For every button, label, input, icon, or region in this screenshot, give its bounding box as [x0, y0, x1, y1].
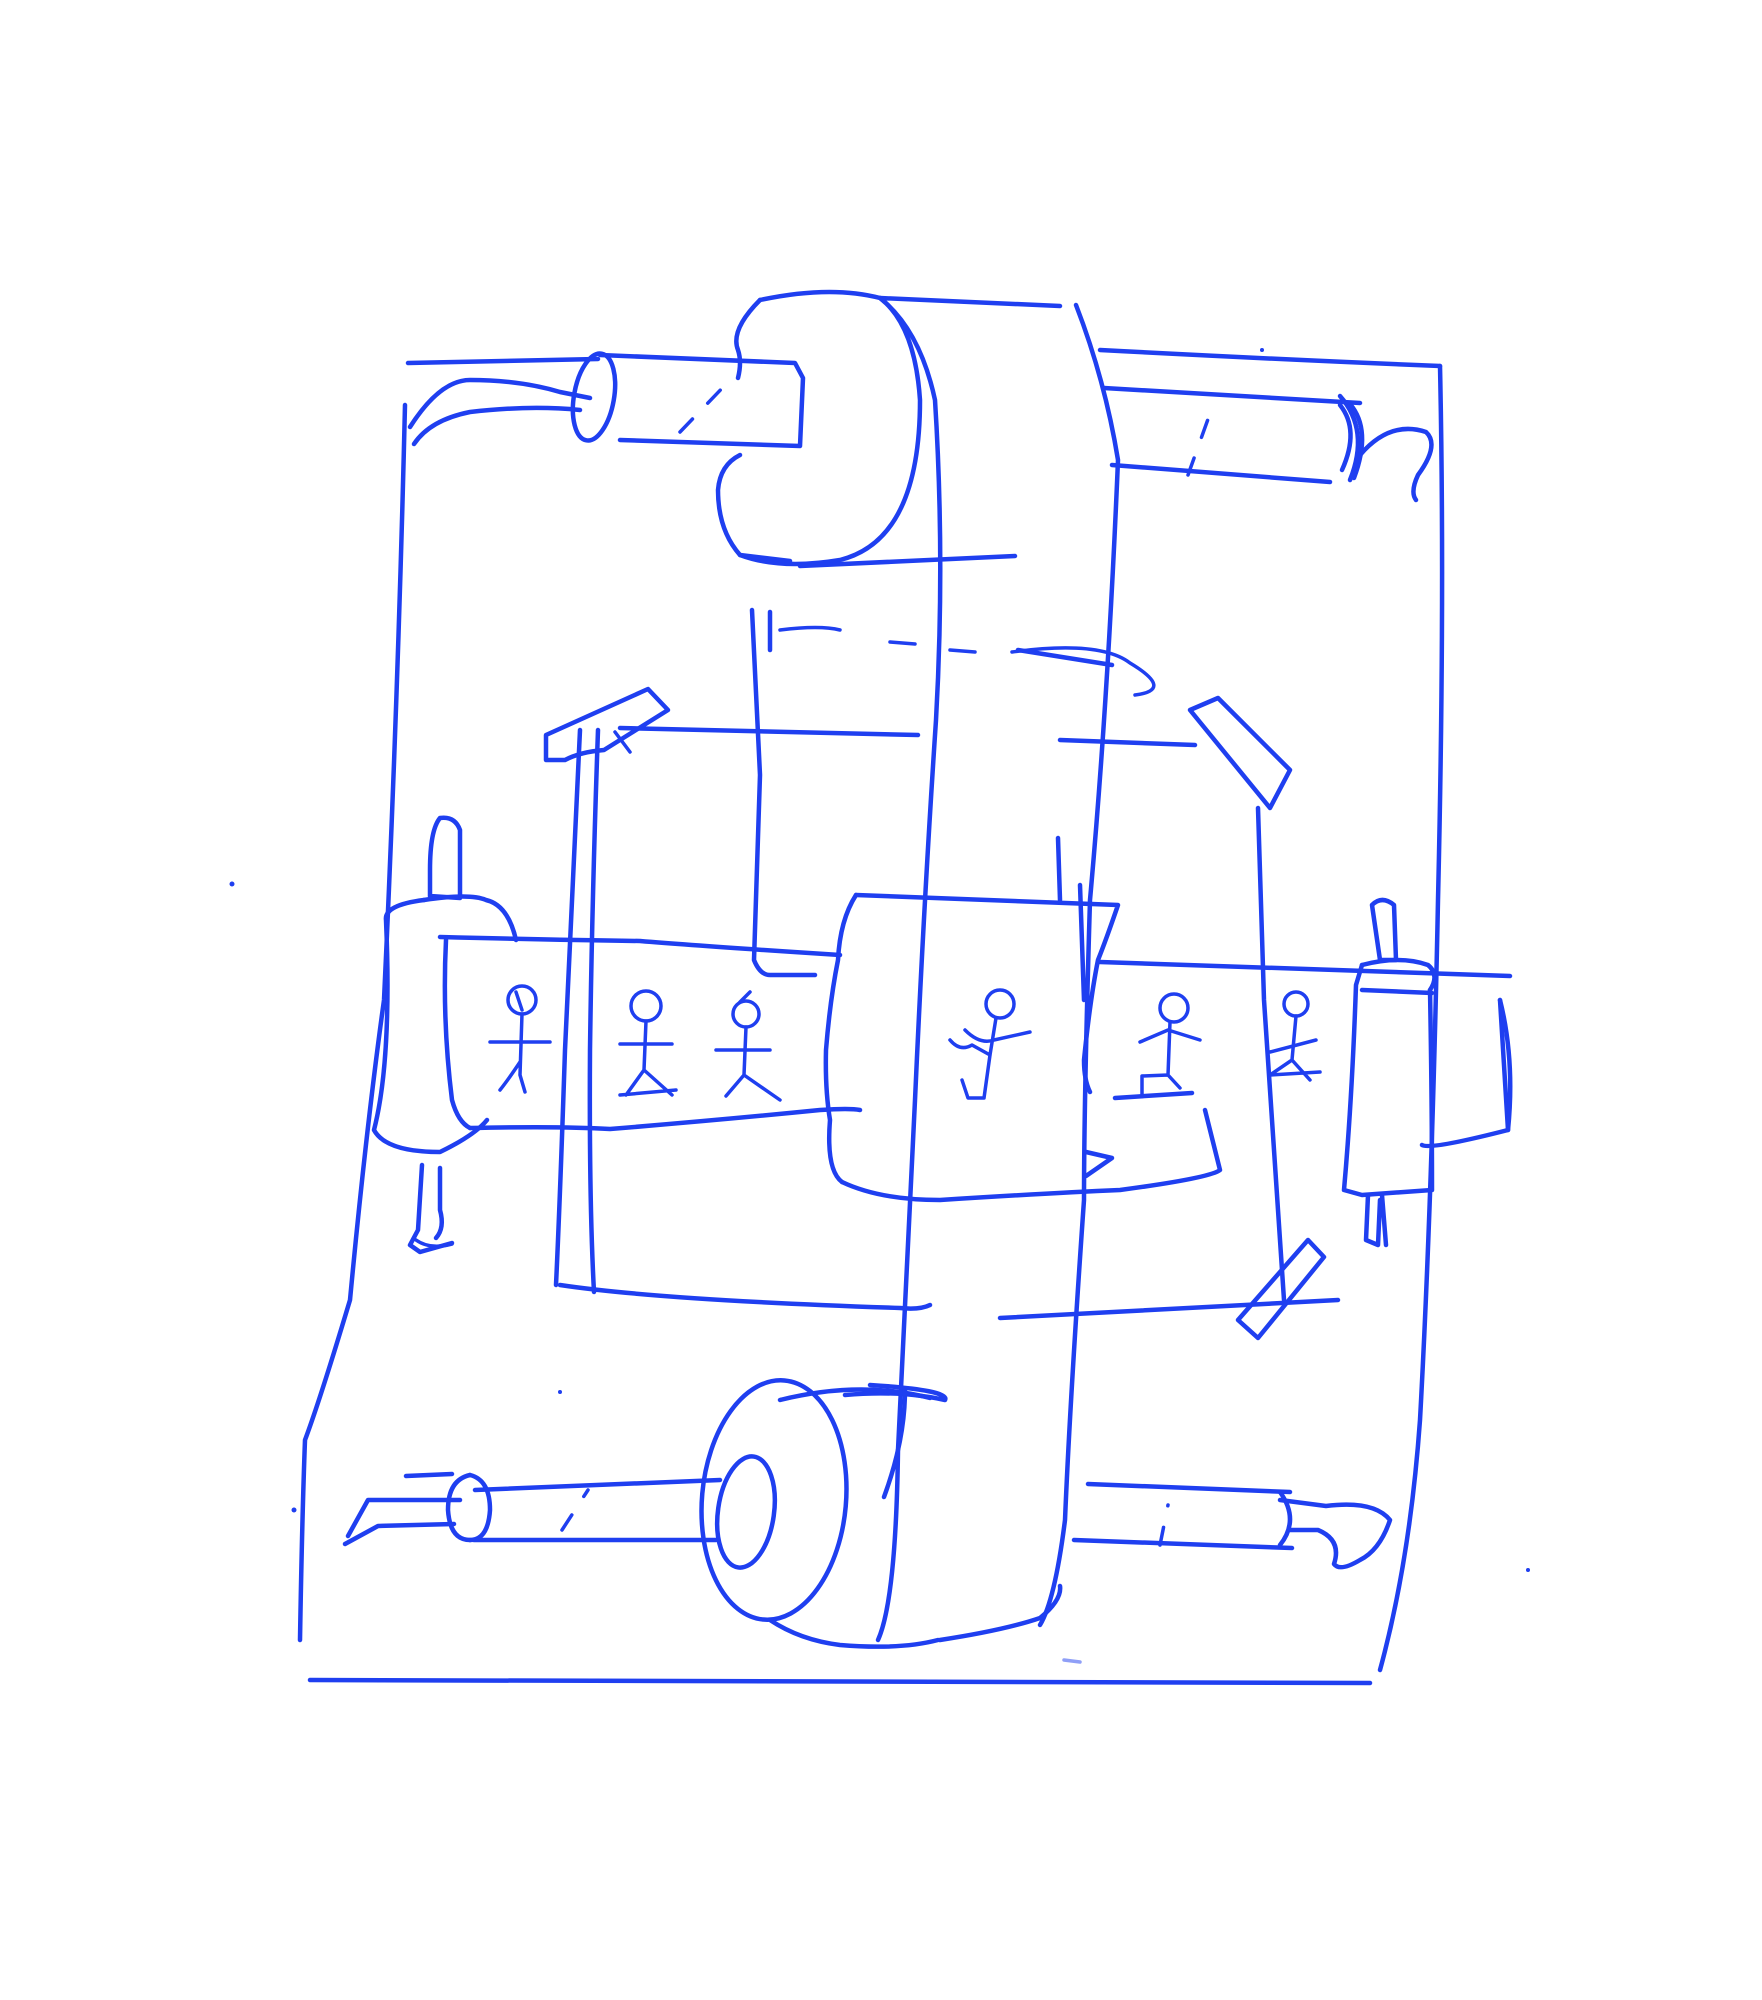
inner-frame-left	[543, 607, 1341, 1321]
stick-figure-5	[1138, 992, 1202, 1096]
projection-dash	[778, 625, 1156, 697]
roller-left	[371, 815, 519, 1255]
stray-marks	[229, 348, 1530, 1664]
axle-top-right	[1101, 385, 1434, 503]
axle-top-left	[407, 351, 806, 449]
stick-figure-1	[488, 984, 552, 1094]
viewing-window	[823, 892, 1223, 1203]
stick-figures	[488, 984, 1322, 1102]
stick-figure-4	[948, 988, 1032, 1100]
axle-bottom-right	[1071, 1481, 1393, 1570]
axle-bottom-left	[342, 1471, 723, 1547]
stick-figure-6	[1268, 990, 1322, 1082]
stick-figure-3	[714, 990, 782, 1102]
horizontal-film-band	[437, 934, 1513, 1149]
inner-frame-right	[1055, 695, 1327, 1341]
roller-right	[1341, 897, 1437, 1248]
bottom-reel	[699, 1378, 1063, 1649]
stick-figure-2	[618, 989, 678, 1097]
